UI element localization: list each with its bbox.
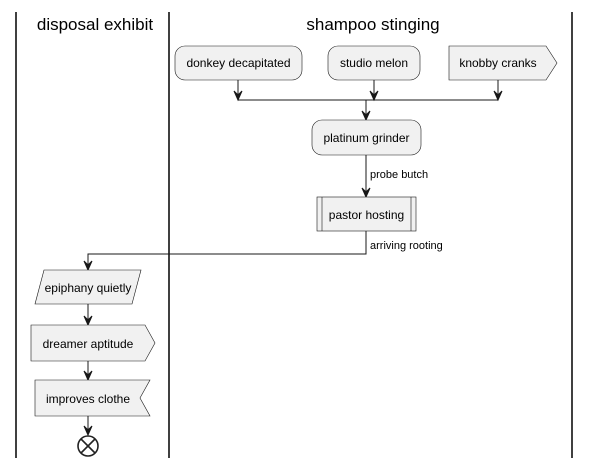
activity-label: platinum grinder — [323, 131, 409, 145]
subprocess-pastor-hosting: pastor hosting — [316, 196, 417, 232]
input-epiphany-quietly: epiphany quietly — [34, 269, 142, 305]
activity-platinum-grinder: platinum grinder — [311, 119, 422, 156]
activity-label: studio melon — [340, 56, 408, 70]
activity-label: pastor hosting — [329, 208, 404, 222]
activity-label: improves clothe — [46, 392, 130, 406]
edge-label-probe-butch: probe butch — [370, 169, 428, 181]
lane-title-disposal-exhibit: disposal exhibit — [37, 15, 154, 34]
lane-title-shampoo-stinging: shampoo stinging — [306, 15, 439, 34]
activity-label: epiphany quietly — [45, 281, 132, 295]
activity-donkey-decapitated: donkey decapitated — [174, 45, 303, 81]
edge-label-arriving-rooting: arriving rooting — [370, 240, 443, 252]
activity-studio-melon: studio melon — [327, 45, 421, 81]
receive-signal-improves-clothe: improves clothe — [34, 379, 151, 417]
activity-label: knobby cranks — [459, 56, 536, 70]
end-circle-x-icon — [77, 435, 99, 457]
activity-label: donkey decapitated — [186, 56, 290, 70]
activity-label: dreamer aptitude — [43, 337, 134, 351]
send-signal-knobby-cranks: knobby cranks — [448, 45, 558, 81]
send-signal-dreamer-aptitude: dreamer aptitude — [30, 324, 156, 362]
